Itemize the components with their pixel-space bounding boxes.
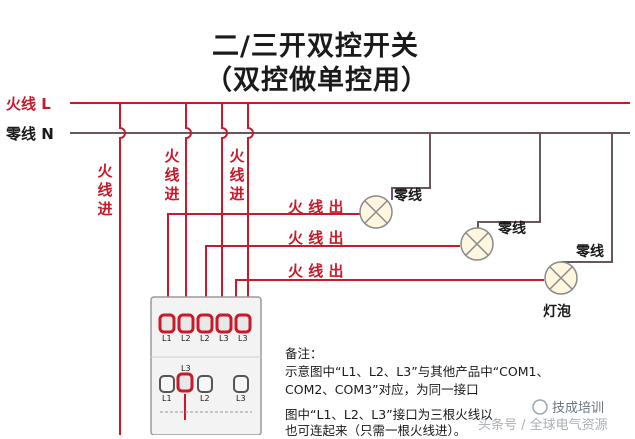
top-terminal-label-5: L3 [238, 334, 248, 343]
bulb-label: 灯泡 [543, 304, 571, 320]
neutral-wire-2 [477, 133, 541, 232]
live-input-wire-4 [247, 103, 254, 298]
page-subtitle: （双控做单控用） [205, 65, 429, 96]
neutral-label-3: 零线 [576, 244, 604, 260]
notes-line-2: COM2、COM3”对应，为同一接口 [285, 382, 479, 397]
page-title: 二/三开双控开关 [212, 31, 419, 62]
live-out-wire-1 [167, 213, 360, 298]
bulb-3 [544, 261, 578, 295]
top-terminal-label-4: L3 [219, 334, 229, 343]
live-input-wire-3 [221, 103, 228, 298]
bottom-terminal-label-3: L2 [200, 394, 210, 403]
notes-line-3: 图中“L1、L2、L3”接口为三根火线以 [285, 407, 493, 422]
live-out-label-1: 火 线 出 [288, 198, 344, 216]
neutral-label-2: 零线 [498, 221, 526, 237]
live-out-label-2: 火 线 出 [288, 229, 344, 247]
neutral-line-label: 零线 N [6, 125, 54, 143]
live-in-label-2: 火线进 [164, 147, 180, 203]
notes-heading: 备注： [285, 346, 323, 361]
top-terminal-label-1: L1 [162, 334, 172, 343]
bottom-terminals [159, 372, 249, 393]
live-out-label-3: 火 线 出 [288, 262, 344, 280]
bulb-1 [359, 195, 393, 229]
bottom-terminal-label-4: L3 [236, 394, 246, 403]
bottom-terminal-label-2: L3 [181, 364, 191, 373]
top-terminal-label-3: L2 [200, 334, 210, 343]
watermark-line-1: 技成培训 [552, 401, 605, 416]
live-out-wire-3 [235, 279, 544, 298]
bottom-terminal-label-1: L1 [162, 394, 172, 403]
live-input-wire-2 [185, 103, 192, 298]
live-in-label-1: 火线进 [97, 162, 113, 218]
neutral-wire-1 [391, 133, 431, 200]
top-terminal-label-2: L2 [181, 334, 191, 343]
live-out-wire-2 [205, 245, 460, 298]
watermark-logo [532, 399, 548, 415]
bulb-2 [460, 227, 494, 261]
switch-body [150, 296, 262, 435]
notes-line-1: 示意图中“L1、L2、L3”与其他产品中“COM1、 [285, 364, 549, 379]
live-line-label: 火线 L [6, 95, 51, 113]
neutral-label-1: 零线 [394, 188, 422, 204]
watermark-line-2: 头条号 / 全球电气资源 [478, 418, 608, 433]
notes-line-4: 也可连起来（只需一根火线进）。 [285, 423, 467, 438]
live-input-wire-1 [119, 103, 126, 435]
live-in-label-3: 火线进 [229, 147, 245, 203]
top-terminals [158, 313, 252, 334]
